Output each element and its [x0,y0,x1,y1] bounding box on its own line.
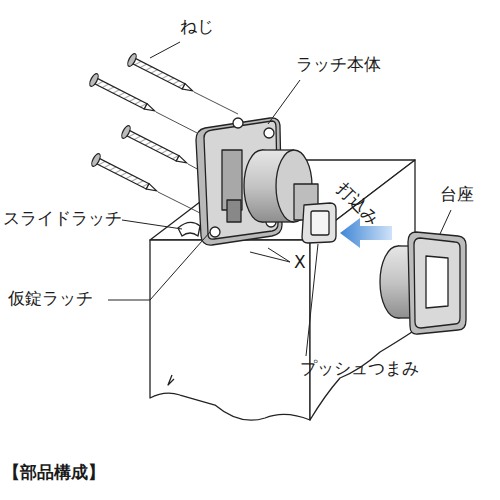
part-name: ラッチ本体 [296,54,381,74]
part-name: スライドラッチ [3,208,122,228]
part-name: プッシュつまみ [300,358,419,378]
part-name: 台座 [440,184,474,204]
part-name: ねじ [180,16,214,36]
part-name: 仮錠ラッチ [8,288,93,308]
point-label: X [294,252,306,272]
section-heading: 【部品構成】 [3,462,105,482]
